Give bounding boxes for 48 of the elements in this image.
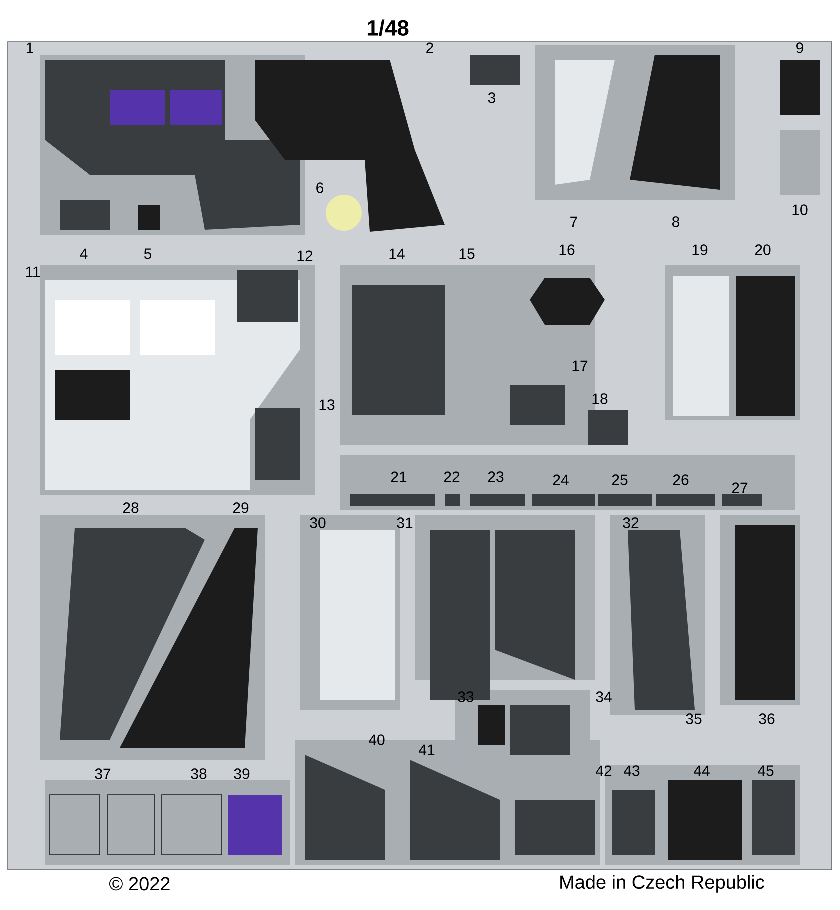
part-number: 26 [673,474,689,486]
part-number: 13 [320,400,335,410]
part-number: 3 [488,92,496,104]
part-number: 8 [672,216,680,228]
part-number: 1 [26,42,34,54]
part-number: 18 [592,394,608,404]
part-number: 35 [686,714,702,724]
part-number: 43 [624,766,640,776]
part-number: 12 [298,250,313,262]
part-number: 39 [234,768,250,780]
part-number: 23 [488,472,504,482]
part-number: 10 [792,204,808,216]
part-number: 32 [623,518,639,528]
part-number: 19 [692,244,708,256]
part-number: 24 [553,474,569,486]
part-number: 31 [397,518,413,528]
part-number: 5 [144,248,152,260]
part-number: 30 [310,518,326,528]
part-number: 40 [369,734,385,746]
part-number: 9 [796,42,804,54]
part-number: 7 [570,216,578,228]
part-number: 27 [732,482,748,494]
part-number: 28 [123,502,139,514]
part-number: 38 [191,768,207,780]
part-number: 34 [596,692,612,702]
part-number: 45 [758,766,774,776]
part-number: 36 [759,714,775,724]
part-number: 29 [233,502,249,514]
part-number: 21 [391,472,407,482]
part-number: 33 [458,692,474,702]
scale-label: 1/48 [368,20,409,36]
part-number: 37 [95,768,111,780]
part-number: 42 [596,766,612,776]
copyright-note: © 2022 [110,877,170,891]
part-number: 25 [612,474,628,486]
part-number: 15 [460,248,475,260]
part-number: 2 [426,42,434,54]
origin-note: Made in Czech Republic [560,875,764,893]
part-number: 11 [26,266,40,278]
part-number: 14 [390,248,405,260]
part-number: 17 [572,360,588,372]
part-number: 22 [444,472,460,482]
part-number: 44 [694,766,710,776]
part-number: 20 [755,244,771,256]
part-number: 41 [419,744,435,756]
part-number: 6 [316,182,324,194]
part-number: 4 [80,248,88,260]
part-number: 16 [560,244,575,256]
